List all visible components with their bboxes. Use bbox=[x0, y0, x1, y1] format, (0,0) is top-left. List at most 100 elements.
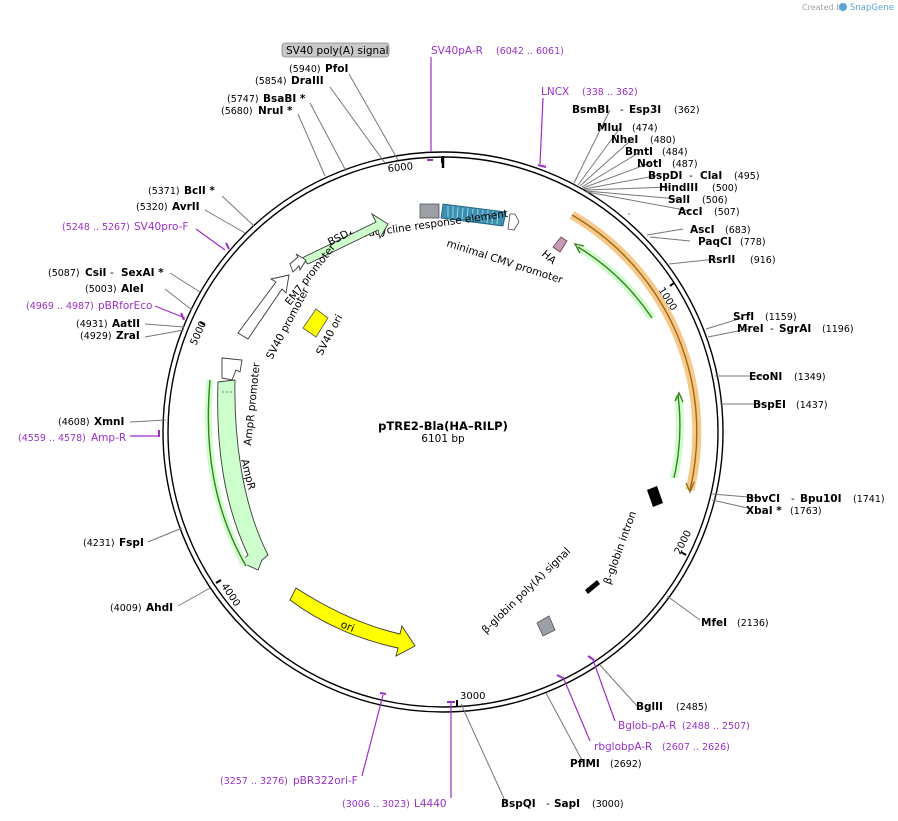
svg-text:(506): (506) bbox=[702, 195, 728, 206]
site-hindiii[interactable]: HindIII (500) bbox=[659, 182, 738, 194]
svg-text:(480): (480) bbox=[650, 135, 676, 146]
site-zrai[interactable]: (4929) ZraI bbox=[80, 330, 140, 342]
ampr-promoter-arrow[interactable] bbox=[221, 357, 243, 381]
site-bglii[interactable]: BglII (2485) bbox=[636, 701, 708, 713]
bglobin-intron-marker[interactable] bbox=[647, 486, 663, 507]
svg-text:(4969 .. 4987): (4969 .. 4987) bbox=[26, 301, 94, 312]
site-bsabi[interactable]: (5747) BsaBI * bbox=[227, 93, 306, 105]
sv40-promoter-arrow[interactable] bbox=[237, 274, 290, 340]
svg-text:(4231): (4231) bbox=[83, 538, 115, 549]
site-mlui[interactable]: MluI (474) bbox=[597, 122, 658, 134]
site-bspqi[interactable]: BspQI - SapI (3000) bbox=[501, 798, 624, 810]
site-csii[interactable]: (5087) CsiI - SexAI * bbox=[48, 267, 164, 279]
primer-amp-r[interactable]: (4559 .. 4578) Amp-R bbox=[18, 432, 126, 444]
green-arrow-lower-head bbox=[674, 391, 684, 403]
svg-text:RsrII: RsrII bbox=[708, 254, 735, 266]
site-mrei[interactable]: MreI - SgrAI (1196) bbox=[737, 323, 854, 335]
svg-text:(2488 .. 2507): (2488 .. 2507) bbox=[682, 721, 750, 732]
site-draiii[interactable]: (5854) DraIII bbox=[255, 75, 324, 87]
primer-pbrforeco[interactable]: (4969 .. 4987) pBRforEco bbox=[26, 300, 152, 312]
site-fspi[interactable]: (4231) FspI bbox=[83, 537, 144, 549]
svg-text:BspQI: BspQI bbox=[501, 798, 536, 810]
svg-text:(1741): (1741) bbox=[853, 494, 885, 505]
svg-text:AleI: AleI bbox=[121, 283, 144, 295]
mincmv-arrow[interactable] bbox=[507, 213, 520, 231]
bsd-arrow[interactable] bbox=[301, 212, 389, 265]
primer-sv40pro-f[interactable]: (5248 .. 5267) SV40pro-F bbox=[62, 221, 188, 233]
primer-lncx[interactable]: LNCX (338 .. 362) bbox=[541, 86, 638, 98]
site-bspei[interactable]: BspEI (1437) bbox=[753, 399, 828, 411]
ori-arrow[interactable] bbox=[289, 587, 416, 657]
primer-pbr322ori-f[interactable]: (3257 .. 3276) pBR322ori-F bbox=[220, 775, 358, 787]
svg-text:SV40pro-F: SV40pro-F bbox=[134, 221, 188, 233]
green-arrow-upper[interactable] bbox=[575, 243, 656, 321]
tre-block[interactable] bbox=[440, 203, 507, 227]
site-acci[interactable]: AccI (507) bbox=[678, 206, 740, 218]
svg-text:AscI: AscI bbox=[690, 224, 715, 236]
site-avrii[interactable]: (5320) AvrII bbox=[136, 201, 200, 213]
site-sali[interactable]: SalI (506) bbox=[668, 194, 728, 206]
site-mfei[interactable]: MfeI (2136) bbox=[701, 617, 769, 629]
primer-bglob-pa-r[interactable]: Bglob-pA-R (2488 .. 2507) bbox=[618, 720, 750, 732]
ha-tag[interactable] bbox=[552, 236, 568, 253]
site-ahdi[interactable]: (4009) AhdI bbox=[110, 602, 173, 614]
site-srfi[interactable]: SrfI (1159) bbox=[733, 311, 797, 323]
site-noti[interactable]: NotI (487) bbox=[637, 158, 698, 170]
feature-sv40-polya-label[interactable]: SV40 poly(A) signal bbox=[281, 42, 390, 58]
site-xbai[interactable]: XbaI * (1763) bbox=[746, 505, 822, 517]
orange-band-line bbox=[571, 214, 698, 491]
site-pflmi[interactable]: PflMI (2692) bbox=[570, 758, 642, 770]
svg-text:-: - bbox=[689, 170, 693, 182]
svg-text:(4929): (4929) bbox=[80, 331, 112, 342]
svg-text:SV40 poly(A) signal: SV40 poly(A) signal bbox=[286, 45, 389, 57]
site-nhei[interactable]: NheI (480) bbox=[611, 134, 676, 146]
sv40-ori-box[interactable] bbox=[302, 308, 329, 338]
bglobin-polya-marker[interactable] bbox=[585, 580, 600, 594]
ampr-arrow[interactable] bbox=[217, 379, 269, 571]
svg-text:(3257 .. 3276): (3257 .. 3276) bbox=[220, 776, 288, 787]
site-xmni[interactable]: (4608) XmnI bbox=[58, 416, 124, 428]
svg-text:SgrAI: SgrAI bbox=[779, 323, 811, 335]
site-asci[interactable]: AscI (683) bbox=[690, 224, 751, 236]
svg-text:CsiI: CsiI bbox=[85, 267, 106, 279]
em7-arrow[interactable] bbox=[289, 253, 307, 273]
ha-label: HA bbox=[539, 248, 559, 267]
primer-rbglobpa-r[interactable]: rbglobpA-R (2607 .. 2626) bbox=[594, 741, 730, 753]
ori-label: ori bbox=[339, 619, 356, 635]
svg-text:(5940): (5940) bbox=[289, 64, 321, 75]
primer-l4440[interactable]: (3006 .. 3023) L4440 bbox=[342, 798, 447, 810]
svg-text:EcoNI: EcoNI bbox=[749, 371, 782, 383]
tick-label-6000: 6000 bbox=[387, 161, 413, 175]
tick-5000: 5000 bbox=[189, 319, 209, 347]
site-bbvci[interactable]: BbvCI - Bpu10I (1741) bbox=[746, 493, 885, 505]
site-bspdi[interactable]: BspDI - ClaI (495) bbox=[648, 170, 760, 182]
backbone-outer bbox=[162, 151, 724, 713]
svg-text:(4009): (4009) bbox=[110, 603, 142, 614]
svg-text:PaqCI: PaqCI bbox=[698, 236, 732, 248]
site-bcli[interactable]: (5371) BclI * bbox=[148, 185, 215, 197]
svg-text:SapI: SapI bbox=[554, 798, 580, 810]
site-nrui[interactable]: (5680) NruI * bbox=[221, 105, 293, 117]
sv40-polya-box[interactable] bbox=[419, 203, 440, 219]
site-paqci[interactable]: PaqCI (778) bbox=[698, 236, 766, 248]
site-econi[interactable]: EcoNI (1349) bbox=[749, 371, 826, 383]
credit-prefix: Created by bbox=[802, 3, 846, 12]
svg-text:BspDI: BspDI bbox=[648, 170, 682, 182]
site-pfoi[interactable]: (5940) PfoI bbox=[289, 63, 348, 75]
svg-text:BmtI: BmtI bbox=[625, 146, 653, 158]
svg-text:SrfI: SrfI bbox=[733, 311, 754, 323]
primer-sv40pa-r[interactable]: SV40pA-R (6042 .. 6061) bbox=[431, 45, 564, 57]
site-rsrii[interactable]: RsrII (916) bbox=[708, 254, 776, 266]
green-arc-left-line bbox=[207, 379, 247, 567]
site-aatii[interactable]: (4931) AatII bbox=[76, 318, 140, 330]
svg-text:(1349): (1349) bbox=[794, 372, 826, 383]
svg-text:(495): (495) bbox=[734, 171, 760, 182]
site-bsmbi[interactable]: BsmBI - Esp3I (362) bbox=[572, 104, 700, 116]
svg-text:NotI: NotI bbox=[637, 158, 662, 170]
site-bmti[interactable]: BmtI (484) bbox=[625, 146, 688, 158]
svg-text:(5087): (5087) bbox=[48, 268, 80, 279]
site-leaders bbox=[129, 73, 764, 804]
site-alei[interactable]: (5003) AleI bbox=[85, 283, 144, 295]
bglobin-polya-box[interactable] bbox=[536, 615, 556, 637]
